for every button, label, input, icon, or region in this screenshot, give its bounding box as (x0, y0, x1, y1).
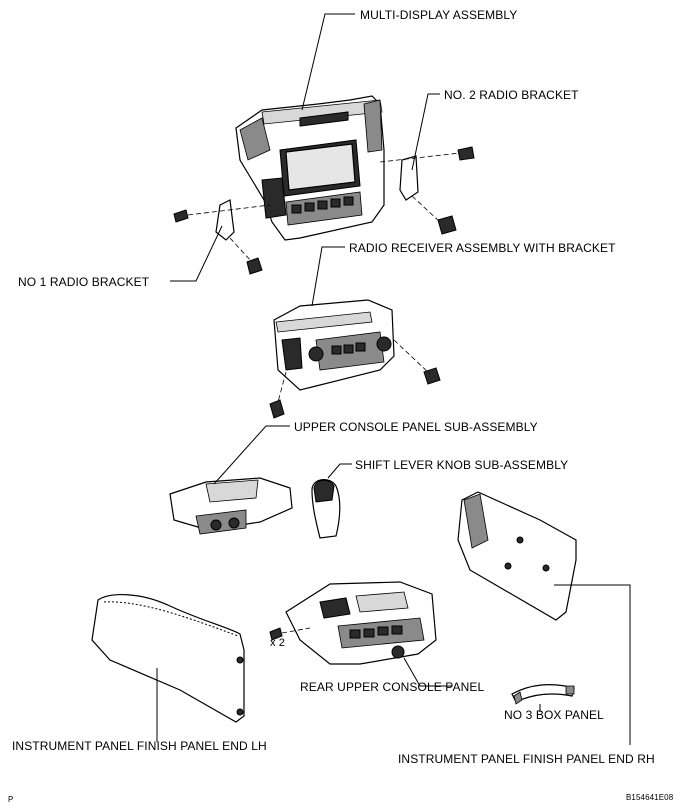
label-upper-console-panel: UPPER CONSOLE PANEL SUB-ASSEMBLY (294, 420, 538, 434)
label-no2-radio-bracket: NO. 2 RADIO BRACKET (444, 88, 579, 102)
label-quantity: x 2 (270, 637, 285, 649)
multi-display-assembly-drawing (235, 95, 385, 241)
label-finish-panel-end-lh: INSTRUMENT PANEL FINISH PANEL END LH (12, 739, 267, 753)
page-mark: P (8, 795, 14, 804)
label-radio-receiver-assembly: RADIO RECEIVER ASSEMBLY WITH BRACKET (349, 241, 616, 255)
no2-bracket-drawing (379, 146, 475, 235)
figure-code: B154641E08 (626, 793, 674, 802)
label-rear-upper-console-panel: REAR UPPER CONSOLE PANEL (300, 680, 485, 694)
label-multi-display-assembly: MULTI-DISPLAY ASSEMBLY (360, 8, 518, 22)
finish-panel-lh-drawing (91, 594, 245, 723)
finish-panel-rh-drawing (457, 491, 577, 621)
label-shift-lever-knob: SHIFT LEVER KNOB SUB-ASSEMBLY (355, 458, 569, 472)
radio-receiver-drawing (269, 299, 441, 419)
label-no1-radio-bracket: NO 1 RADIO BRACKET (18, 275, 150, 289)
no1-bracket-drawing (173, 199, 271, 275)
upper-console-panel-drawing (169, 477, 293, 535)
no3-box-panel-drawing (511, 684, 575, 705)
leader-lines (156, 13, 631, 745)
label-no3-box-panel: NO 3 BOX PANEL (504, 708, 604, 722)
rear-console-panel-drawing (269, 581, 437, 665)
shift-knob-drawing (311, 479, 341, 539)
label-finish-panel-end-rh: INSTRUMENT PANEL FINISH PANEL END RH (398, 752, 655, 766)
